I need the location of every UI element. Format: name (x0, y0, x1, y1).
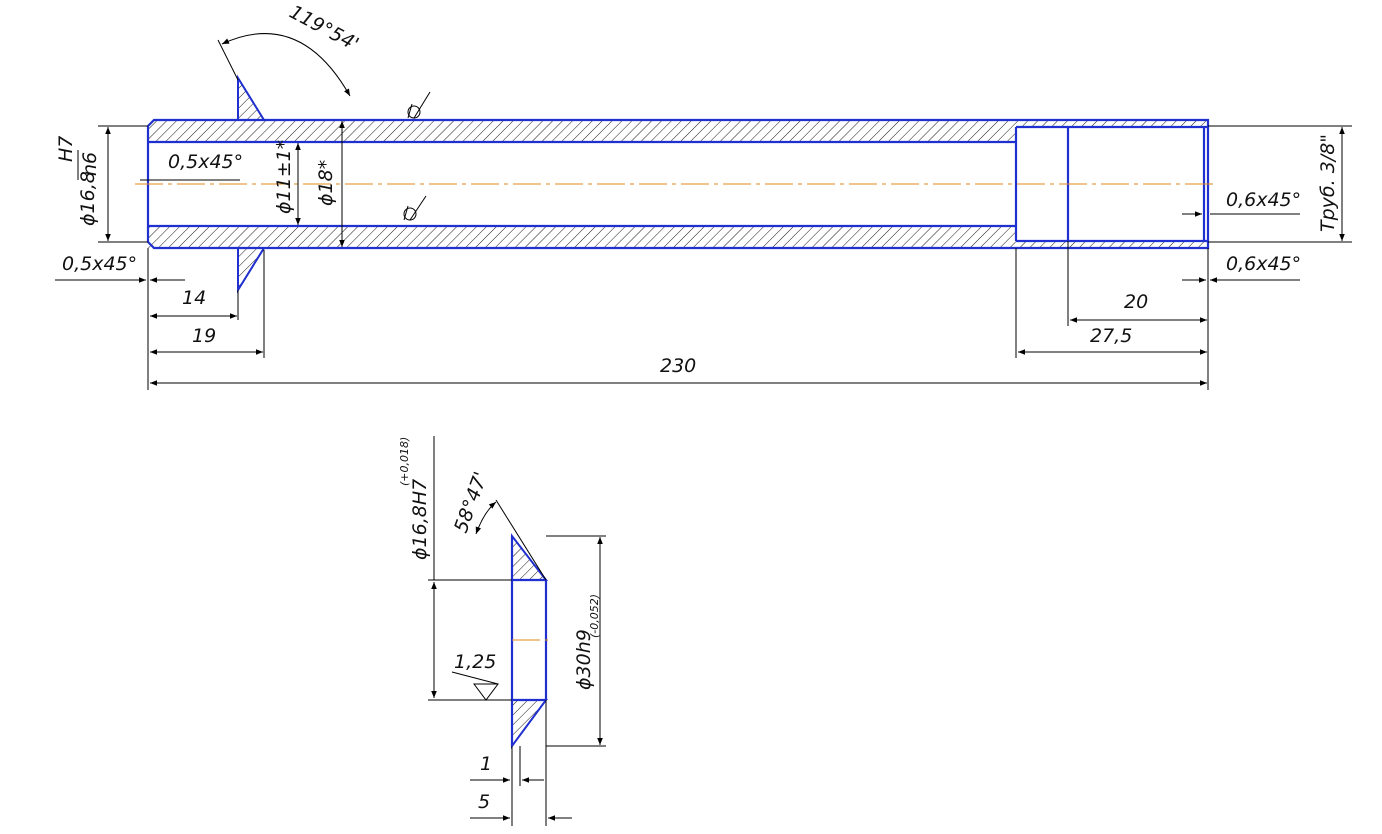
chamfer-inner-left-label: 0,5x45° (168, 151, 243, 173)
tube-thread-bottom-hatch (1016, 241, 1208, 248)
inner-diameter-label: ϕ11±1* (273, 140, 295, 214)
thread-label: Труб. 3/8" (1317, 134, 1339, 232)
ring-angle-label: 58°47' (450, 469, 492, 536)
chamfer-outer-left-label: 0,5x45° (62, 253, 137, 275)
ring-outer-label: ϕ30h9 (573, 629, 595, 690)
roughness-symbol-bottom (403, 195, 427, 221)
tube-part: ϕ16,8 H7 n6 0,5x45° 0,5x45° ϕ11±1* ϕ18* … (55, 1, 1352, 390)
length-27-5-label: 27,5 (1090, 325, 1132, 347)
flange-top-hatch (237, 74, 266, 121)
left-diameter-label: ϕ16,8 (77, 171, 99, 226)
tube-thread-top-hatch (1016, 120, 1208, 127)
ring-bore-label: ϕ16,8H7 (409, 479, 431, 560)
chamfer-right-bottom-label: 0,6x45° (1226, 253, 1301, 275)
ring-width-1-label: 1 (480, 753, 492, 775)
ring-top-hatch (511, 533, 549, 581)
flange-bottom-hatch (237, 247, 266, 294)
left-diameter-tol-lower: n6 (79, 152, 101, 176)
left-diameter-tol-upper: H7 (55, 136, 77, 162)
length-14-label: 14 (182, 287, 206, 309)
ring-width-5-label: 5 (478, 791, 490, 813)
ring-bore-tol: (+0,018) (398, 437, 411, 486)
ring-bottom-hatch (511, 699, 548, 750)
ring-roughness-symbol (451, 671, 499, 701)
roughness-symbol-top (407, 91, 431, 119)
ring-roughness-label: 1,25 (454, 651, 496, 673)
length-19-label: 19 (192, 325, 216, 347)
ring-part: ϕ16,8H7 (+0,018) ϕ30h9 (-0,052) 58°47' 1… (398, 436, 606, 826)
length-20-label: 20 (1124, 291, 1148, 313)
tube-wall-bottom-hatch (148, 226, 1016, 248)
chamfer-right-top-label: 0,6x45° (1226, 189, 1301, 211)
length-230-label: 230 (660, 355, 696, 377)
flange-angle-label: 119°54' (286, 1, 363, 56)
tube-wall-top-hatch (148, 120, 1016, 142)
outer-diameter-label: ϕ18* (315, 160, 337, 206)
ring-outer-tol: (-0,052) (588, 594, 601, 638)
